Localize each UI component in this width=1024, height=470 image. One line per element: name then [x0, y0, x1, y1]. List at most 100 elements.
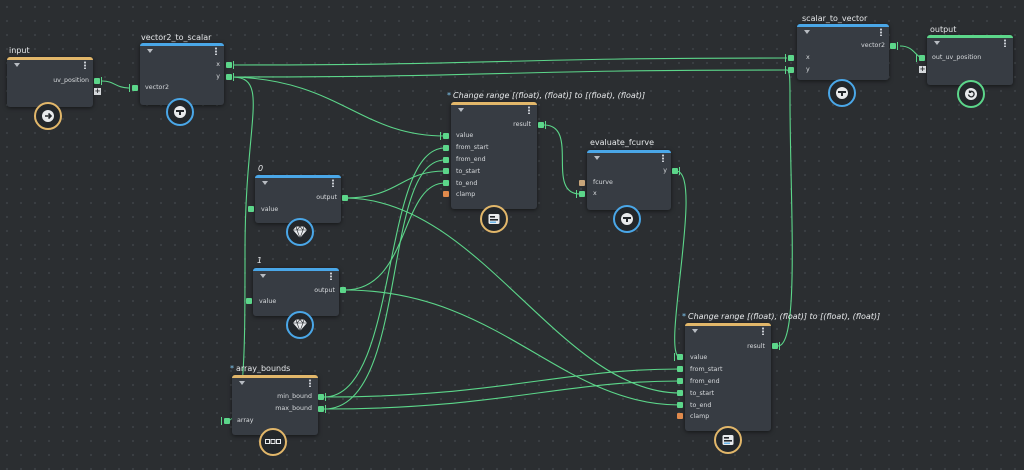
node-header-bar [797, 24, 889, 27]
port-label-result: result [513, 121, 531, 128]
node-menu-icon[interactable] [528, 106, 530, 114]
port-output-result[interactable] [538, 122, 544, 128]
node-menu-icon[interactable] [84, 61, 86, 69]
port-input-value[interactable] [248, 206, 254, 212]
port-output-y[interactable] [226, 74, 232, 80]
port-input-x[interactable] [579, 191, 585, 197]
expand-plus-icon[interactable]: + [919, 65, 926, 73]
port-input-vector2[interactable] [132, 85, 138, 91]
arrow-circle-icon [957, 80, 985, 108]
collapse-arrow-icon[interactable] [260, 274, 266, 278]
port-output-uv-position[interactable] [94, 78, 100, 84]
node-header-bar [927, 35, 1013, 38]
node-header-bar [232, 375, 318, 378]
port-input-to-start[interactable] [443, 168, 449, 174]
port-input-from-start[interactable] [677, 366, 683, 372]
expand-plus-icon[interactable]: + [94, 87, 101, 95]
node-menu-icon[interactable] [880, 28, 882, 36]
node-menu-icon[interactable] [309, 379, 311, 387]
port-connector [233, 73, 234, 81]
port-output-output[interactable] [340, 287, 346, 293]
port-input-from-start[interactable] [443, 145, 449, 151]
node-header-bar [255, 175, 341, 178]
port-label-x: x [216, 61, 220, 68]
node-evaluate-fcurve[interactable]: y fcurve x [587, 150, 671, 210]
node-menu-icon[interactable] [332, 179, 334, 187]
collapse-arrow-icon[interactable] [239, 381, 245, 385]
port-label-vector2: vector2 [861, 42, 885, 49]
wire-cr1-result-to-fcurve-x [543, 124, 581, 195]
wire-v2s-x-to-s2v-x [232, 57, 788, 66]
node-scalar-to-vector[interactable]: vector2 x y [797, 24, 889, 80]
port-label-x: x [593, 190, 597, 197]
wire-cr2-result-to-s2v-x [777, 69, 793, 347]
port-output-vector2[interactable] [890, 43, 896, 49]
node-title-bounds-text: array_bounds [236, 364, 291, 373]
port-input-value[interactable] [443, 133, 449, 139]
port-label-uv-position: uv_position [53, 77, 89, 84]
node-header-bar [587, 150, 671, 153]
port-label-output: output [314, 287, 335, 294]
collapse-arrow-icon[interactable] [262, 181, 268, 185]
node-input[interactable]: uv_position [7, 57, 93, 107]
node-menu-icon[interactable] [215, 47, 217, 55]
port-connector [679, 167, 680, 175]
port-input-fcurve[interactable] [579, 180, 585, 186]
collapse-arrow-icon[interactable] [804, 30, 810, 34]
port-connector [576, 190, 577, 198]
node-constant-0[interactable]: output value [255, 175, 341, 223]
port-connector [779, 342, 780, 350]
port-input-clamp[interactable] [677, 413, 683, 419]
collapse-arrow-icon[interactable] [934, 41, 940, 45]
port-input-to-end[interactable] [443, 180, 449, 186]
port-input-to-end[interactable] [677, 402, 683, 408]
port-output-y[interactable] [672, 168, 678, 174]
port-connector [785, 54, 786, 62]
port-label-from-start: from_start [456, 144, 489, 151]
port-label-value: value [456, 132, 474, 139]
node-menu-icon[interactable] [662, 154, 664, 162]
node-title-v2s: vector2_to_scalar [141, 33, 212, 42]
collapse-arrow-icon[interactable] [147, 49, 153, 53]
diamond-icon [286, 218, 314, 246]
port-input-value[interactable] [677, 354, 683, 360]
port-label-value: value [259, 298, 277, 305]
split-icon [166, 98, 194, 126]
port-connector [325, 405, 326, 413]
port-output-output[interactable] [342, 195, 348, 201]
node-menu-icon[interactable] [762, 327, 764, 335]
node-title-const1: 1 [257, 256, 263, 265]
node-menu-icon[interactable] [1004, 39, 1006, 47]
port-input-out-uv-position[interactable] [919, 55, 925, 61]
port-label-vector2: vector2 [145, 84, 169, 91]
port-input-clamp[interactable] [443, 191, 449, 197]
node-vector2-to-scalar[interactable]: x y vector2 [140, 43, 224, 105]
wire-const1-to-cr1-toend [344, 182, 446, 291]
collapse-arrow-icon[interactable] [458, 108, 464, 112]
port-input-array[interactable] [224, 418, 230, 424]
port-output-x[interactable] [226, 62, 232, 68]
port-input-from-end[interactable] [443, 157, 449, 163]
node-constant-1[interactable]: output value [253, 268, 339, 316]
node-output[interactable]: out_uv_position [927, 35, 1013, 85]
node-change-range-2[interactable]: result value from_start from_end to_star… [685, 323, 771, 431]
collapse-arrow-icon[interactable] [594, 156, 600, 160]
port-output-max-bound[interactable] [318, 406, 324, 412]
port-input-y[interactable] [788, 67, 794, 73]
wire-max-to-cr2-fromend [323, 380, 681, 410]
node-title-cr2-text: Change range [(float), (float)] to [(flo… [688, 312, 881, 321]
port-output-min-bound[interactable] [318, 394, 324, 400]
port-input-value[interactable] [246, 298, 252, 304]
port-output-result[interactable] [772, 343, 778, 349]
port-input-from-end[interactable] [677, 378, 683, 384]
collapse-arrow-icon[interactable] [692, 329, 698, 333]
port-input-x[interactable] [788, 55, 794, 61]
collapse-arrow-icon[interactable] [14, 63, 20, 67]
node-menu-icon[interactable] [330, 272, 332, 280]
port-label-to-end: to_end [690, 402, 712, 409]
port-input-to-start[interactable] [677, 390, 683, 396]
port-label-to-start: to_start [690, 390, 715, 397]
node-change-range-1[interactable]: result value from_start from_end to_star… [451, 102, 537, 209]
node-array-bounds[interactable]: min_bound max_bound array [232, 375, 318, 435]
